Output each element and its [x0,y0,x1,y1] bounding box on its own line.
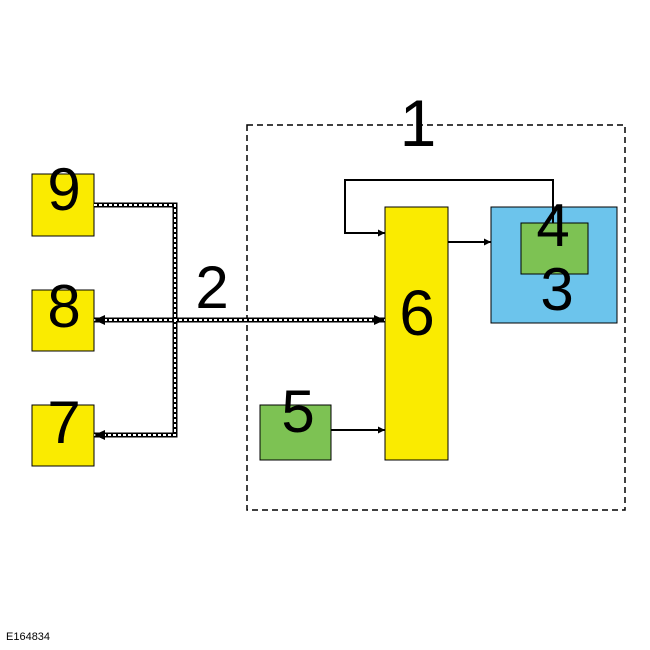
network-bus [94,202,385,440]
label-9: 9 [47,156,80,223]
label-4: 4 [536,192,569,259]
component-5-box [259,404,332,461]
label-5: 5 [281,378,314,445]
label-1: 1 [400,86,437,160]
bus-arrow-to-6 [374,315,385,325]
label-7: 7 [47,389,80,456]
label-8: 8 [47,273,80,340]
label-2: 2 [195,254,228,321]
bus-arrow-to-8 [94,315,105,325]
component-6-box [384,206,449,461]
component-8-box [31,289,95,352]
label-3: 3 [540,256,573,323]
reference-code: E164834 [6,631,50,643]
component-4-box [520,222,589,275]
bus-arrow-to-7 [94,430,105,440]
label-6: 6 [399,277,435,349]
feedback-line [344,179,554,237]
